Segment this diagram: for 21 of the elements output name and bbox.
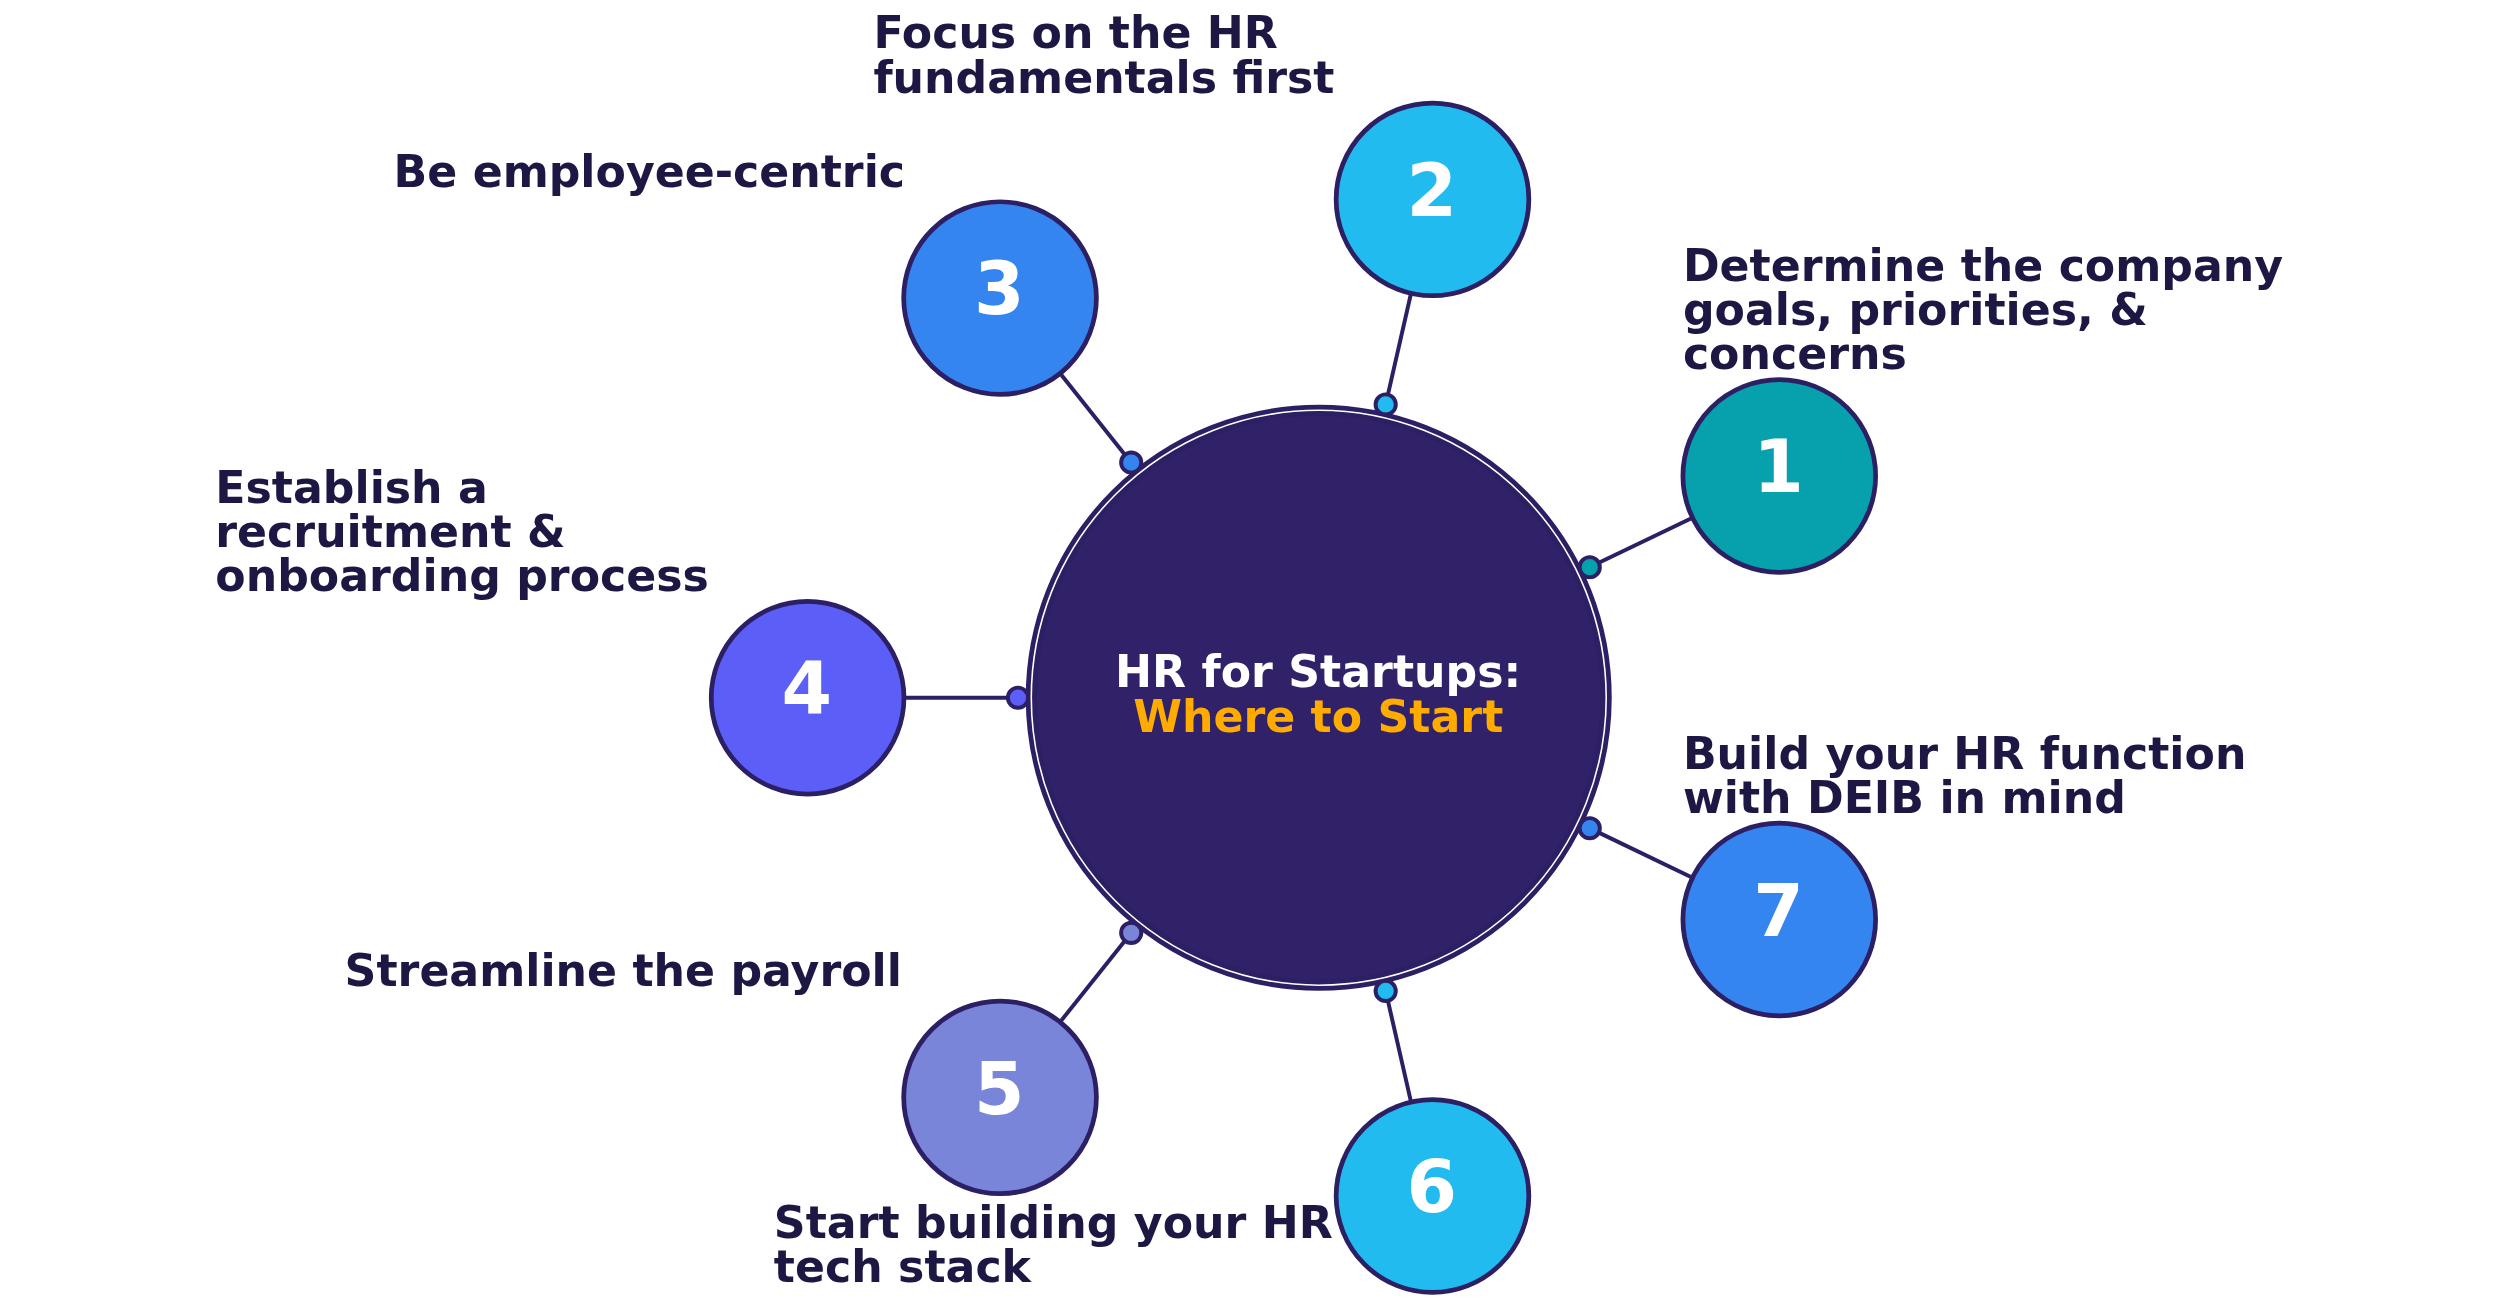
node-circle: 6: [1333, 1097, 1532, 1295]
connector: [1058, 372, 1144, 475]
node-circle: 4: [708, 599, 907, 797]
node-label: Streamline the payroll: [344, 944, 902, 996]
node-label: Build your HR function with DEIB in mind: [1682, 727, 2247, 823]
connector: [1373, 293, 1413, 417]
connector: [1577, 516, 1693, 580]
node-label: Focus on the HR fundamentals first: [873, 7, 1335, 103]
node-circle: 7: [1680, 820, 1878, 1019]
node-label: Establish a recruitment & onboarding process: [215, 461, 709, 601]
node-circle: 2: [1333, 100, 1532, 299]
node-circle: HR for Startups: Where to Start: [1025, 404, 1612, 991]
node-label: Be employee-centric: [393, 145, 906, 197]
connector: [1373, 978, 1413, 1103]
node-circle: 1: [1680, 377, 1878, 575]
node-circle: 3: [901, 199, 1099, 397]
connector: [1058, 920, 1144, 1023]
connector: [1577, 816, 1693, 880]
node-label: Start building your HR tech stack: [773, 1196, 1333, 1292]
node-circle: 5: [901, 998, 1099, 1197]
node-label: Determine the company goals, priorities, & concerns: [1682, 239, 2284, 380]
